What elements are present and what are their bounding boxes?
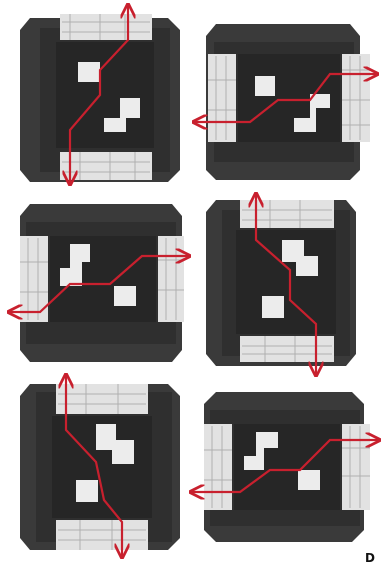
white-square <box>76 480 98 502</box>
tile-top-right <box>195 24 376 180</box>
light-strip-left <box>204 424 232 510</box>
white-square <box>262 296 284 318</box>
tile-middle-left <box>10 204 188 362</box>
tile-bottom-right <box>192 392 378 542</box>
light-strip-right <box>158 236 184 322</box>
tile-bottom-left <box>20 376 180 556</box>
white-square <box>114 286 136 306</box>
light-strip-top <box>56 384 148 414</box>
light-strip-bottom <box>56 520 148 550</box>
light-strip-bottom <box>60 152 152 180</box>
white-square <box>78 62 100 82</box>
panel-label: D <box>365 551 375 565</box>
light-strip-right <box>342 424 370 510</box>
light-strip-right <box>342 54 370 142</box>
light-strip-top <box>240 200 334 228</box>
white-square <box>255 76 275 96</box>
light-strip-bottom <box>240 336 334 362</box>
tile-top-left <box>20 6 180 183</box>
light-strip-top <box>60 14 152 40</box>
white-square <box>298 470 320 490</box>
tile-middle-right <box>206 195 356 374</box>
light-strip-left <box>208 54 236 142</box>
